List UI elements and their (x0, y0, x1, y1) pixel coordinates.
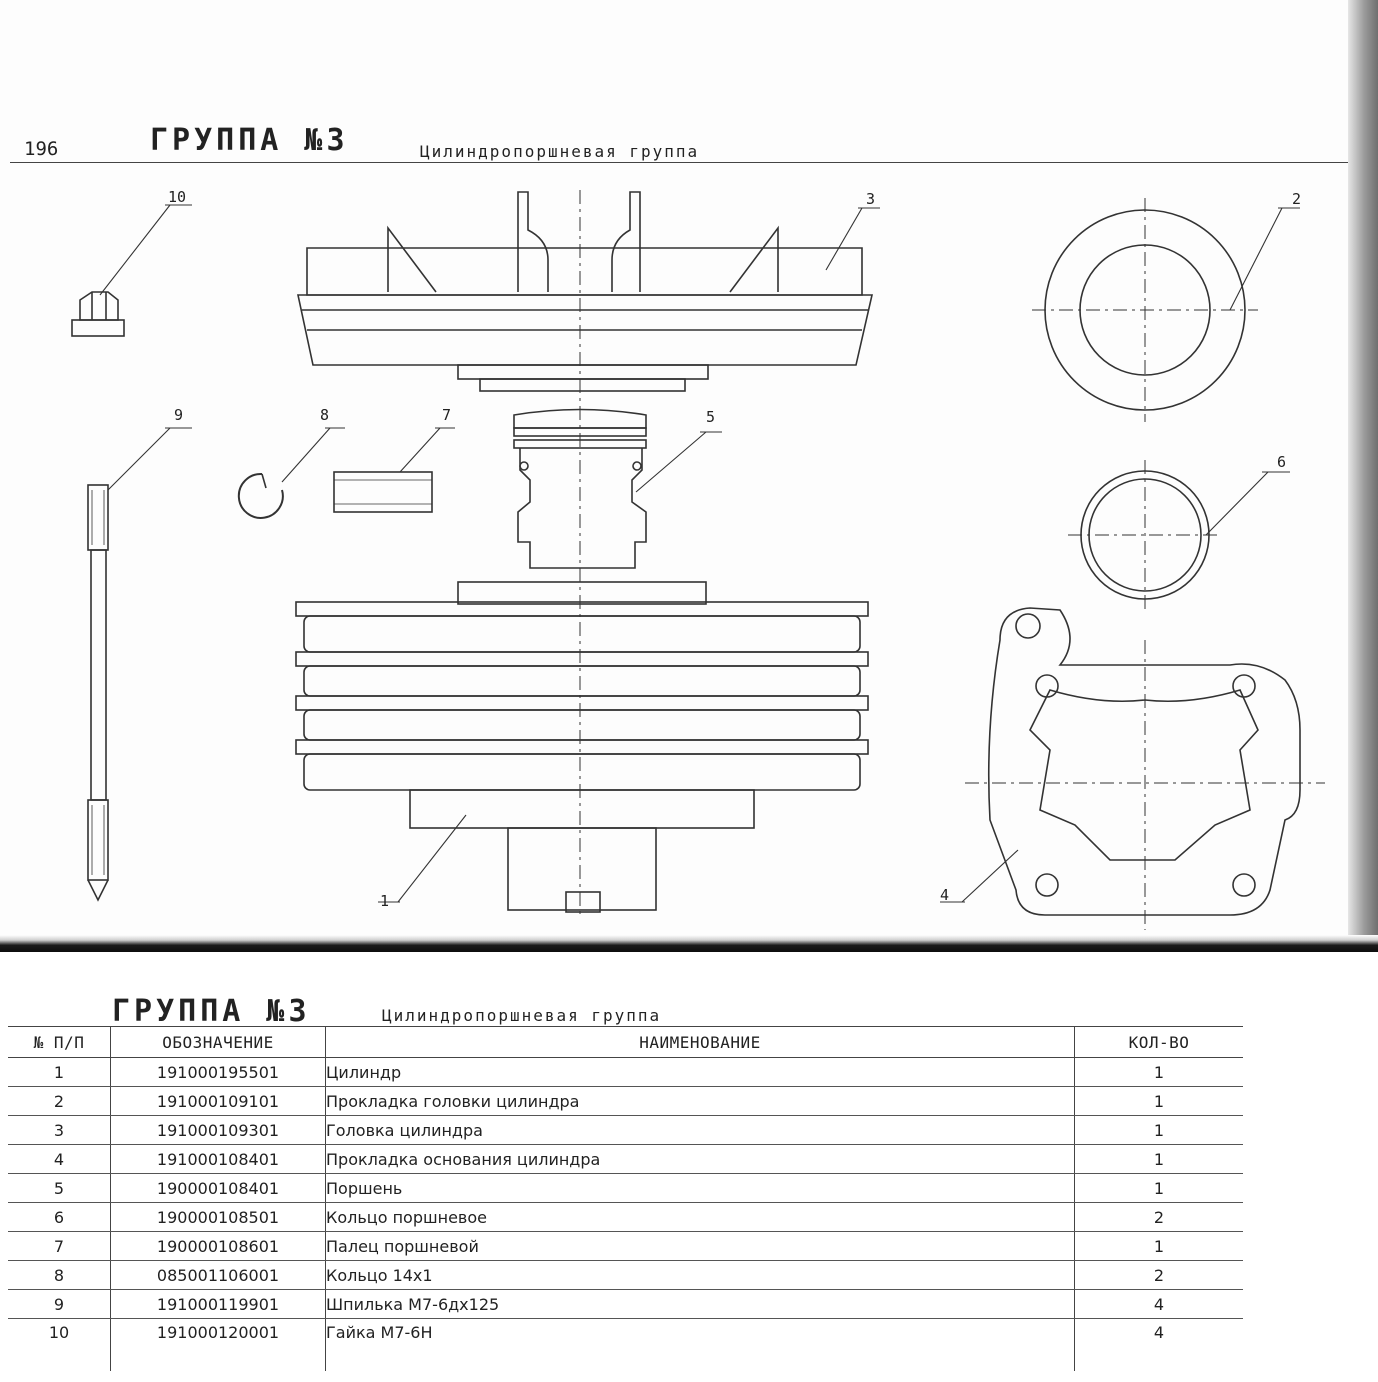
scan-edge (0, 935, 1378, 952)
cell-designation: 191000120001 (110, 1318, 326, 1371)
cell-quantity: 1 (1074, 1173, 1243, 1203)
circlip-part (237, 472, 284, 519)
cell-name: Кольцо 14х1 (325, 1260, 1075, 1290)
column-header-name: НАИМЕНОВАНИЕ (325, 1026, 1075, 1058)
cell-designation: 191000195501 (110, 1057, 326, 1087)
cell-number: 2 (8, 1086, 111, 1116)
callout-8: 8 (320, 406, 329, 424)
cell-number: 6 (8, 1202, 111, 1232)
page-number: 196 (24, 138, 59, 160)
page-title: ГРУППА №3 (150, 123, 349, 158)
cell-name: Прокладка основания цилиндра (325, 1144, 1075, 1174)
cell-quantity: 1 (1074, 1144, 1243, 1174)
page-subtitle: Цилиндропоршневая группа (420, 142, 700, 161)
cell-designation: 190000108401 (110, 1173, 326, 1203)
table-row: 8 085001106001 Кольцо 14х1 2 (8, 1260, 1243, 1290)
cell-name: Палец поршневой (325, 1231, 1075, 1261)
base-gasket-part (965, 607, 1325, 930)
cell-quantity: 1 (1074, 1086, 1243, 1116)
cell-name: Кольцо поршневое (325, 1202, 1075, 1232)
table-row: 2 191000109101 Прокладка головки цилиндр… (8, 1086, 1243, 1116)
callout-4: 4 (940, 886, 949, 904)
table-header-row: № П/П ОБОЗНАЧЕНИЕ НАИМЕНОВАНИЕ КОЛ-ВО (8, 1026, 1243, 1058)
table-row: 6 190000108501 Кольцо поршневое 2 (8, 1202, 1243, 1232)
table-row: 5 190000108401 Поршень 1 (8, 1173, 1243, 1203)
cell-number: 1 (8, 1057, 111, 1087)
table-subtitle: Цилиндропоршневая группа (382, 1006, 662, 1025)
callout-6: 6 (1277, 453, 1286, 471)
table-row: 10 191000120001 Гайка М7-6Н 4 (8, 1318, 1243, 1371)
cylinder-head-part (297, 191, 874, 392)
cell-designation: 191000109301 (110, 1115, 326, 1145)
callout-9: 9 (174, 406, 183, 424)
cell-quantity: 4 (1074, 1289, 1243, 1319)
table-row: 3 191000109301 Головка цилиндра 1 (8, 1115, 1243, 1145)
cell-number: 5 (8, 1173, 111, 1203)
cell-number: 7 (8, 1231, 111, 1261)
cell-name: Цилиндр (325, 1057, 1075, 1087)
callout-1: 1 (380, 892, 389, 910)
cell-number: 9 (8, 1289, 111, 1319)
header-rule (10, 162, 1368, 163)
table-row: 1 191000195501 Цилиндр 1 (8, 1057, 1243, 1087)
table-row: 7 190000108601 Палец поршневой 1 (8, 1231, 1243, 1261)
parts-table: № П/П ОБОЗНАЧЕНИЕ НАИМЕНОВАНИЕ КОЛ-ВО 1 … (8, 1026, 1243, 1371)
cell-designation: 085001106001 (110, 1260, 326, 1290)
cell-name: Прокладка головки цилиндра (325, 1086, 1075, 1116)
head-gasket-part (1032, 198, 1258, 422)
callout-7: 7 (442, 406, 451, 424)
cylinder-part (295, 581, 869, 913)
page-binding-shadow (1348, 0, 1378, 952)
scanned-page: 196 ГРУППА №3 Цилиндропоршневая группа (0, 0, 1378, 952)
cell-number: 4 (8, 1144, 111, 1174)
cell-name: Шпилька М7-6дх125 (325, 1289, 1075, 1319)
cell-designation: 191000109101 (110, 1086, 326, 1116)
cell-number: 8 (8, 1260, 111, 1290)
piston-pin-part (333, 471, 433, 513)
callout-10: 10 (168, 188, 186, 206)
cell-quantity: 4 (1074, 1318, 1243, 1371)
cell-quantity: 2 (1074, 1202, 1243, 1232)
cell-name: Поршень (325, 1173, 1075, 1203)
table-title: ГРУППА №3 (112, 994, 311, 1029)
column-header-number: № П/П (8, 1026, 111, 1058)
cell-number: 3 (8, 1115, 111, 1145)
column-header-quantity: КОЛ-ВО (1074, 1026, 1243, 1058)
cell-designation: 190000108501 (110, 1202, 326, 1232)
table-row: 9 191000119901 Шпилька М7-6дх125 4 (8, 1289, 1243, 1319)
cell-quantity: 1 (1074, 1057, 1243, 1087)
callout-2: 2 (1292, 190, 1301, 208)
piston-ring-part (1068, 460, 1222, 610)
table-row: 4 191000108401 Прокладка основания цилин… (8, 1144, 1243, 1174)
cell-quantity: 2 (1074, 1260, 1243, 1290)
cell-name: Гайка М7-6Н (325, 1318, 1075, 1371)
cell-designation: 190000108601 (110, 1231, 326, 1261)
cell-name: Головка цилиндра (325, 1115, 1075, 1145)
column-header-designation: ОБОЗНАЧЕНИЕ (110, 1026, 326, 1058)
cell-number: 10 (48, 1323, 70, 1342)
nut-part (71, 291, 125, 337)
callout-5: 5 (706, 408, 715, 426)
cell-designation: 191000108401 (110, 1144, 326, 1174)
parts-list-section: ГРУППА №3 Цилиндропоршневая группа № П/П… (0, 960, 1378, 1382)
cell-designation: 191000119901 (110, 1289, 326, 1319)
stud-part (87, 484, 109, 902)
callout-3: 3 (866, 190, 875, 208)
cell-quantity: 1 (1074, 1231, 1243, 1261)
cell-quantity: 1 (1074, 1115, 1243, 1145)
exploded-drawing: 10 9 8 7 5 3 2 6 4 1 (71, 188, 1325, 930)
